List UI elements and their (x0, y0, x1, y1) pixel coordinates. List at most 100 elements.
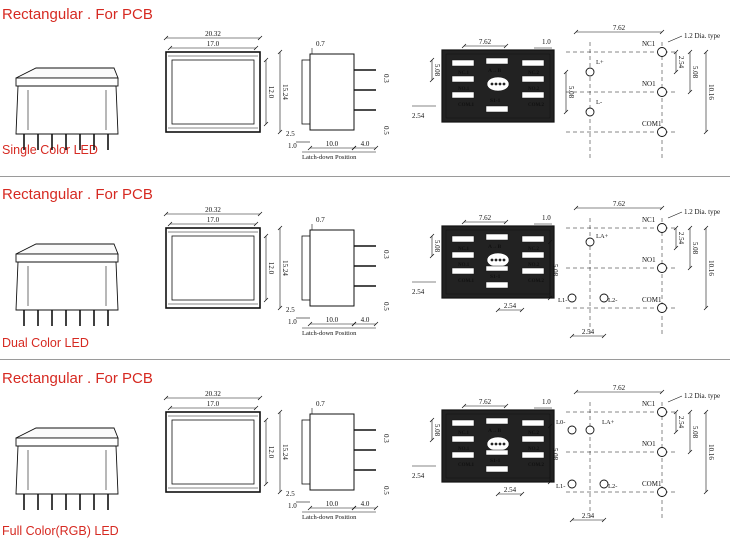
dimension-label: 0.7 (316, 40, 325, 48)
pcb-pad (521, 251, 545, 259)
pcb-pad (451, 235, 475, 243)
dimension-arrow (253, 405, 259, 411)
dimension-arrow (277, 225, 283, 231)
pcb-pad (485, 57, 509, 65)
dimension-arrow (673, 69, 679, 75)
side-body (309, 229, 355, 307)
side-cap (301, 59, 311, 125)
pcb-led-pin (494, 82, 498, 86)
section-rgb-color: Rectangular . For PCB Full Color(RGB) LE… (0, 364, 730, 540)
led-hole (567, 425, 577, 435)
dimension-label: 2.54 (412, 288, 425, 296)
dimension-arrow (563, 69, 569, 75)
dimension-arrow (687, 89, 693, 95)
dimension-arrow (601, 517, 607, 523)
pcb-pad (451, 267, 475, 275)
dimension-arrow (257, 211, 263, 217)
dimension-arrow (307, 321, 313, 327)
dimension-label: 17.0 (207, 40, 220, 48)
cap-inner (171, 235, 255, 301)
pcb-label: COM.2 (528, 463, 544, 468)
dimension-label: 4.0 (361, 316, 370, 324)
dimension-label: 2.54 (677, 232, 685, 245)
switch-cap-top (15, 427, 119, 439)
dimension-arrow (673, 245, 679, 251)
dimension-arrow (167, 221, 173, 227)
led-label: L2- (608, 483, 617, 490)
led-label: LA+ (596, 233, 609, 240)
pin-hole (657, 47, 667, 57)
dimension-label: 4.0 (361, 500, 370, 508)
dimension-label: 1.0 (542, 214, 551, 222)
dimension-arrow (163, 35, 169, 41)
latch-label: Latch-down Position (302, 154, 357, 161)
leader-line (667, 395, 683, 403)
pcb-label: A→B (488, 68, 501, 74)
leader-line (667, 35, 683, 43)
switch-cap-top (15, 243, 119, 255)
dimension-arrow (547, 479, 553, 485)
led-hole (585, 107, 595, 117)
pcb-led-pin (498, 82, 502, 86)
pcb-led-ring (486, 252, 510, 268)
section-title: Rectangular . For PCB (2, 186, 153, 203)
dimension-arrow (703, 49, 709, 55)
dimension-label: 2.5 (286, 130, 295, 138)
dimension-arrow (163, 211, 169, 217)
dimension-arrow (547, 295, 553, 301)
pcb-pad (451, 419, 475, 427)
dimension-label: 5.08 (551, 448, 559, 461)
cap-inner (171, 419, 255, 485)
dimension-arrow (263, 481, 269, 487)
dimension-arrow (503, 403, 509, 409)
section-single-color: Rectangular . For PCB Single Color LED 2… (0, 0, 730, 176)
switch-cap-top (15, 67, 119, 79)
pcb-pad (451, 435, 475, 443)
dimension-arrow (687, 409, 693, 415)
dimension-arrow (687, 49, 693, 55)
dimension-arrow (429, 77, 435, 83)
dimension-arrow (659, 29, 665, 35)
pcb-pad (521, 267, 545, 275)
pcb-label: A→B (488, 244, 501, 250)
dimension-label: 10.0 (326, 140, 339, 148)
pin-label: COM1 (642, 120, 662, 128)
pin-label: NO1 (642, 440, 656, 448)
dimension-label: 10.16 (707, 444, 715, 460)
dimension-arrow (703, 305, 709, 311)
dimension-arrow (601, 333, 607, 339)
led-label: L2- (608, 297, 617, 304)
pcb-label: COM.1 (458, 279, 474, 284)
switch-body (15, 261, 119, 311)
pcb-pad (521, 91, 545, 99)
dimension-label: 20.32 (205, 206, 221, 214)
dimension-label: 2.5 (286, 306, 295, 314)
dimension-label: 5.08 (433, 64, 441, 77)
led-label: L+ (596, 59, 604, 66)
side-body (309, 413, 355, 491)
led-hole (567, 293, 577, 303)
dimension-arrow (563, 109, 569, 115)
hole-label: 1.2 Dia. type (684, 392, 720, 400)
pcb-led-pin (490, 82, 494, 86)
dimension-arrow (351, 321, 357, 327)
led-hole (585, 67, 595, 77)
pcb-label: NC.2 (528, 431, 539, 436)
section-title: Rectangular . For PCB (2, 6, 153, 23)
dimension-label: 10.0 (326, 500, 339, 508)
dimension-arrow (573, 205, 579, 211)
dimension-arrow (167, 405, 173, 411)
pcb-pad (521, 419, 545, 427)
dimension-arrow (277, 489, 283, 495)
pin-label: NO1 (642, 256, 656, 264)
side-body (309, 53, 355, 131)
pcb-label: S1-1 (490, 274, 501, 280)
pcb-pad (485, 417, 509, 425)
pcb-label: COM.2 (528, 103, 544, 108)
led-label: L0- (556, 419, 565, 426)
dimension-label: 12.0 (267, 446, 275, 459)
led-hole (585, 237, 595, 247)
dimension-label: 5.08 (433, 424, 441, 437)
